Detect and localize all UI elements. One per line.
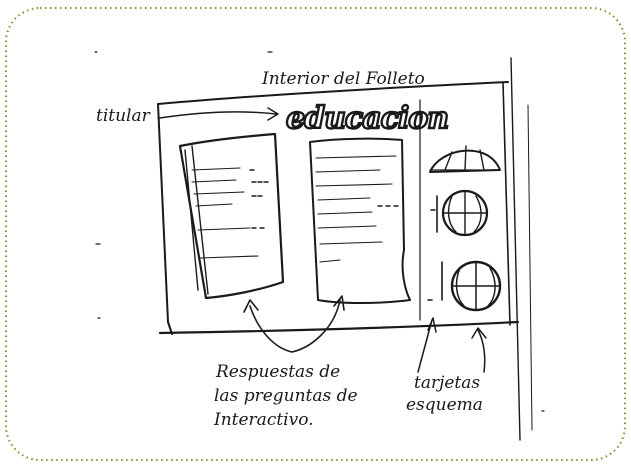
middle-text-panel xyxy=(310,139,410,303)
brochure-title: educacion xyxy=(286,101,448,136)
half-globe-icon xyxy=(430,146,500,172)
icons-arrow-b xyxy=(472,328,486,372)
answers-caption-line-3: Interactivo. xyxy=(213,410,314,430)
globe-icon-bottom xyxy=(428,262,500,310)
left-text-panel xyxy=(180,134,283,298)
sketch-heading: Interior del Folleto xyxy=(261,69,425,89)
paper-edges xyxy=(511,58,532,440)
answers-caption-line-2: las preguntas de xyxy=(214,386,358,406)
titular-label: titular xyxy=(96,106,151,126)
icons-caption-line-1: tarjetas xyxy=(414,373,480,393)
answers-caption-line-1: Respuestas de xyxy=(215,362,340,382)
globe-icon-top xyxy=(431,191,487,235)
titular-arrow xyxy=(160,108,278,120)
icons-caption: tarjetas esquema xyxy=(406,373,483,415)
answers-arrow xyxy=(244,296,344,352)
answers-caption: Respuestas de las preguntas de Interacti… xyxy=(213,362,358,430)
icons-caption-line-2: esquema xyxy=(406,395,483,415)
